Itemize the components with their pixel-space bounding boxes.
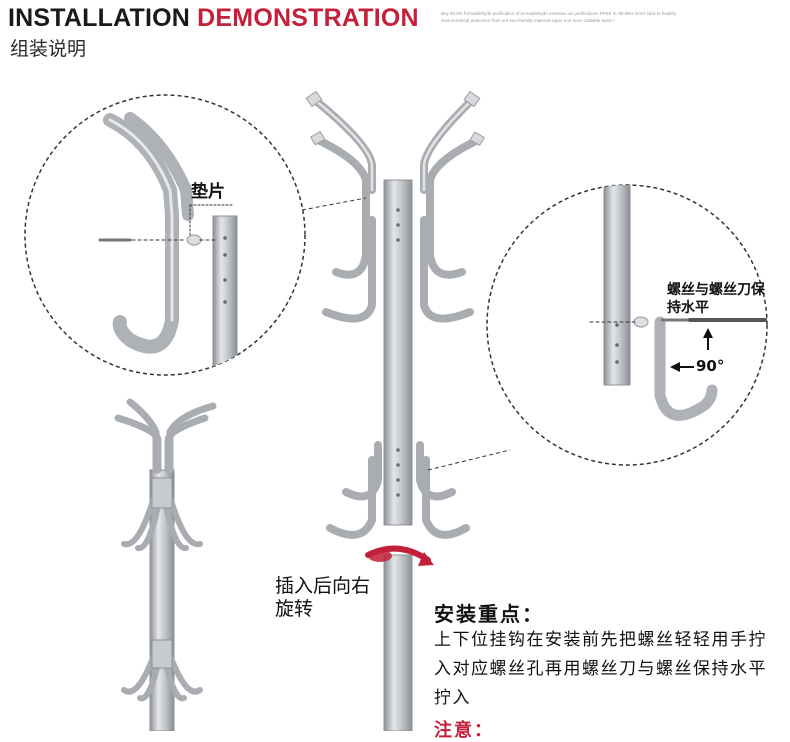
insert-instruction: 插入后向右旋转 <box>275 575 385 621</box>
angle-label: 90° <box>696 357 724 375</box>
screw-alignment-label: 螺丝与螺丝刀保持水平 <box>667 281 767 317</box>
detail-circle-right <box>428 185 770 470</box>
small-rack-overview <box>118 402 213 731</box>
key-points-title: 安装重点： <box>434 598 544 627</box>
pad-label: 垫片 <box>191 177 225 202</box>
key-points-body: 上下位挂钩在安装前先把螺丝轻轻用手拧入对应螺丝孔再用螺丝刀与螺丝保持水平拧入 <box>434 626 784 713</box>
note-label: 注意： <box>434 716 494 742</box>
